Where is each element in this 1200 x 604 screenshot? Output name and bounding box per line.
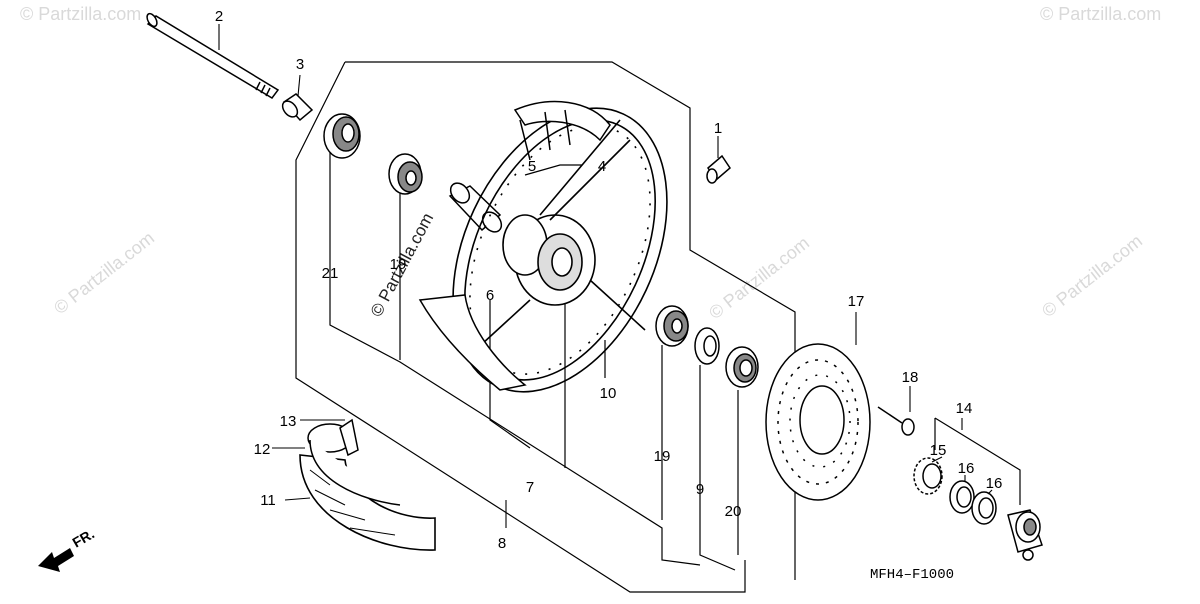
callout-leaders	[218, 24, 993, 528]
leader-line-20-19	[329, 150, 701, 566]
callout-20: 21	[322, 265, 339, 282]
callout-7: 7	[526, 479, 534, 496]
watermark-center: © Partzilla.com	[705, 233, 813, 323]
distance-collar-part	[448, 182, 503, 233]
front-wheel-rim-part	[452, 107, 668, 393]
callout-10: 10	[600, 385, 617, 402]
callout-4: 4	[598, 158, 606, 175]
rim-band-lower-part	[418, 294, 527, 391]
callout-3: 3	[296, 56, 304, 73]
callout-5: 5	[528, 158, 536, 175]
bearing-part	[388, 153, 423, 195]
dust-seal-part	[725, 346, 759, 388]
callout-6: 6	[486, 287, 494, 304]
watermark-top-left: © Partzilla.com	[20, 4, 141, 24]
callout-15: 15	[930, 442, 947, 459]
watermark-right: © Partzilla.com	[1038, 231, 1146, 321]
callout-1: 1	[714, 120, 722, 137]
callout-19-left: 19	[390, 256, 407, 273]
gearbox-part	[1007, 509, 1043, 561]
callout-14: 14	[956, 400, 973, 417]
speedometer-gear-part	[913, 457, 943, 495]
bolt-part	[877, 406, 915, 436]
callout-19-right: 19	[654, 448, 671, 465]
direction-label: FR.	[70, 525, 98, 550]
rim-band-part	[339, 418, 359, 457]
bearing-left-part	[323, 113, 361, 159]
callout-8: 8	[498, 535, 506, 552]
bearing-right-part	[655, 305, 689, 347]
callout-16-b: 16	[986, 475, 1003, 492]
valve-cap-part	[706, 154, 731, 184]
callout-2: 2	[215, 8, 223, 25]
washer-parts	[949, 480, 997, 525]
watermark-left: © Partzilla.com	[50, 228, 158, 318]
arrow-icon	[38, 548, 74, 572]
callout-18: 18	[902, 369, 919, 386]
callout-13: 13	[280, 413, 297, 430]
leader-line-6	[489, 300, 531, 449]
callout-11: 11	[260, 492, 276, 509]
diagram-code: MFH4–F1000	[870, 567, 954, 583]
retainer-part	[694, 327, 720, 365]
callout-21: 20	[725, 503, 742, 520]
leader-line-5-4	[524, 164, 582, 176]
rim-band-upper-part	[513, 100, 611, 161]
axle-part	[146, 12, 280, 99]
watermark-top-right: © Partzilla.com	[1040, 4, 1161, 24]
callout-9: 9	[696, 481, 704, 498]
callout-labels: 2 3 1 5 4 6 21 19 10 19 9 20 7 8 13 12 1…	[215, 8, 1003, 552]
brake-disk-part	[765, 343, 871, 501]
callout-12: 12	[254, 441, 271, 458]
leader-line-9	[699, 365, 736, 571]
front-direction-arrow: FR.	[38, 525, 97, 572]
callout-17: 17	[848, 293, 865, 310]
callout-16-a: 16	[958, 460, 975, 477]
outline-lower	[295, 61, 746, 593]
axle-spacer-part	[281, 93, 314, 122]
leader-line-14	[934, 417, 1021, 505]
